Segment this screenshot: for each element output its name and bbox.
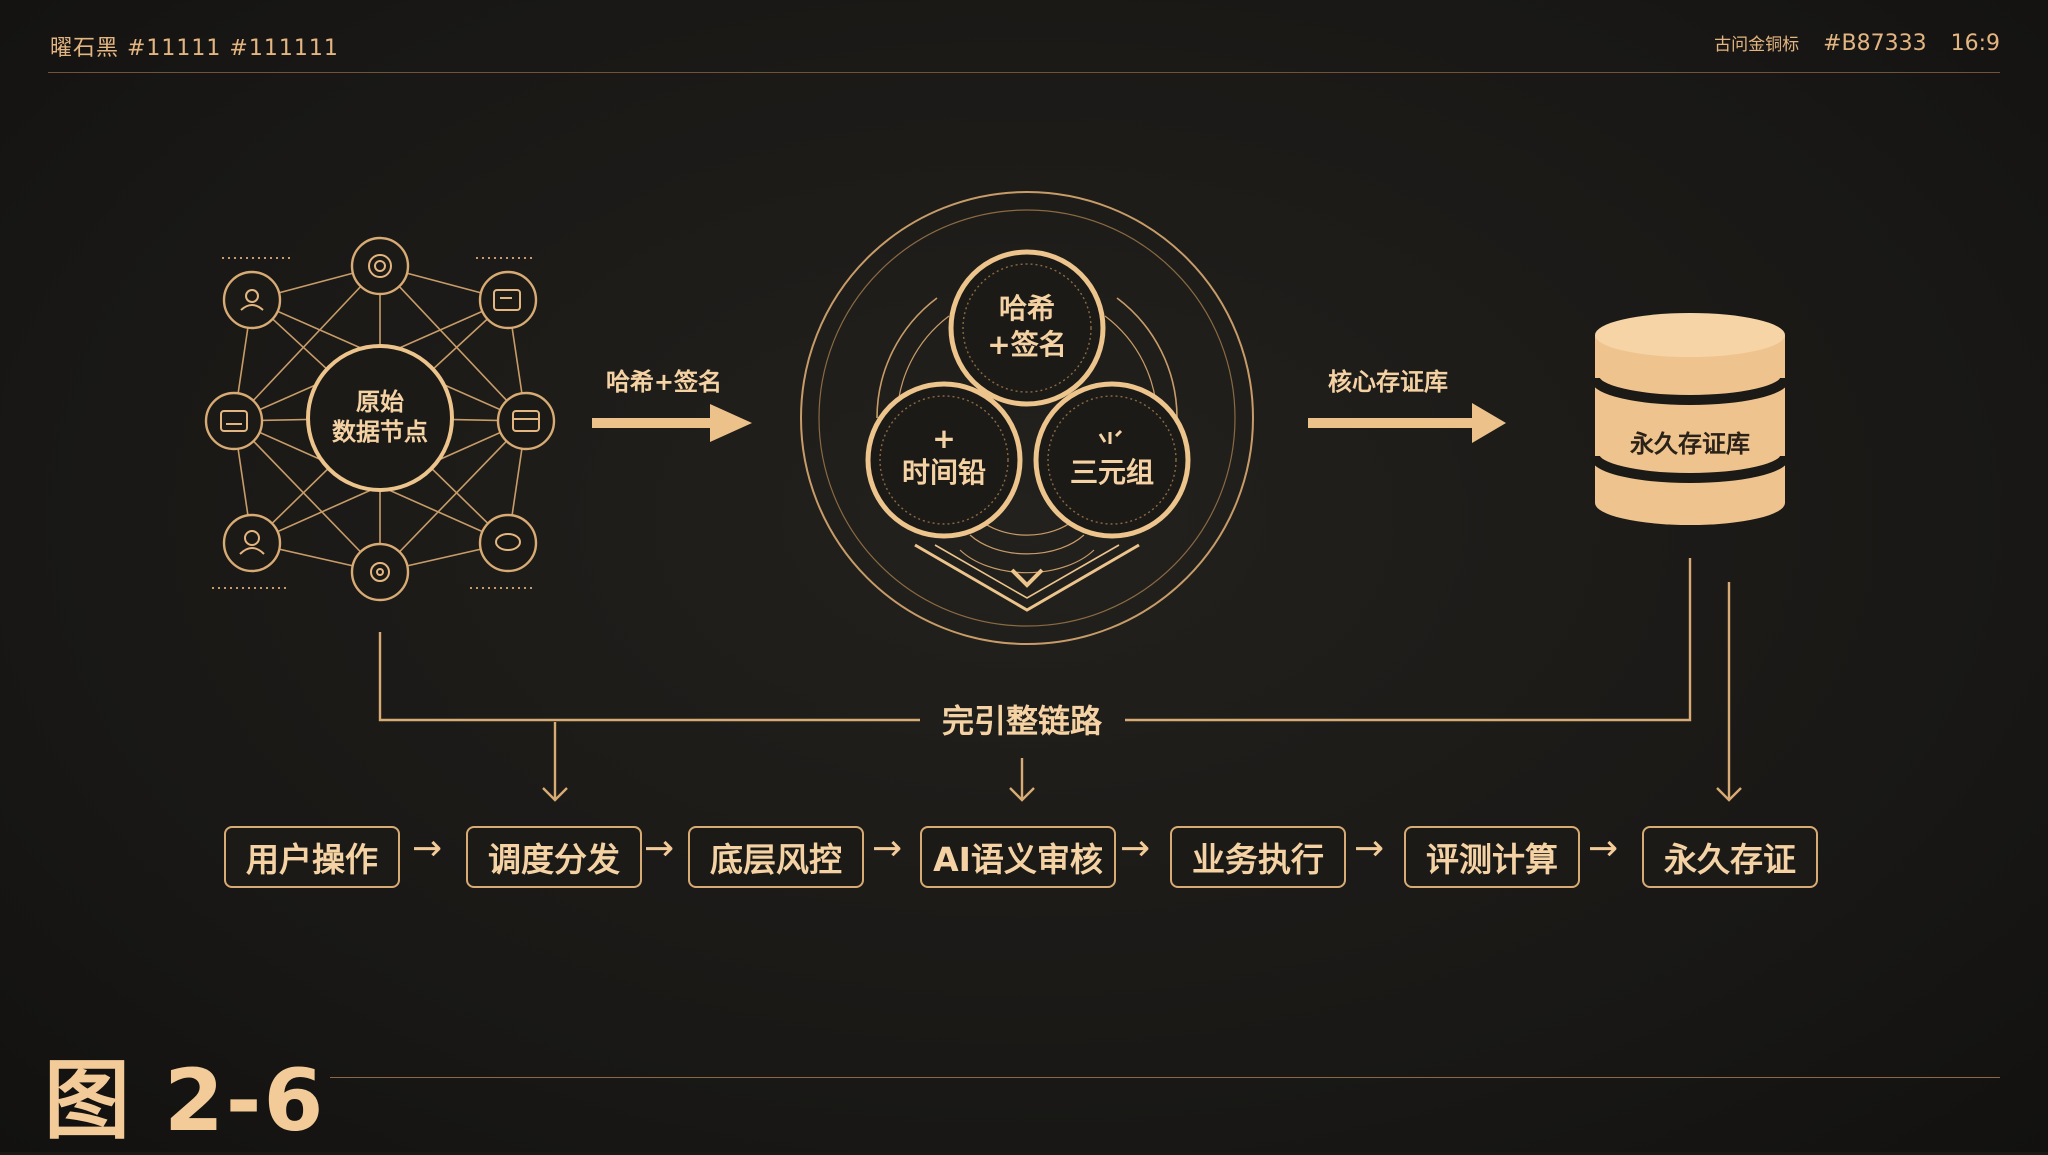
step-permanent-proof: 永久存证: [1642, 826, 1818, 888]
step-arrow-icon: →: [412, 828, 443, 869]
step-arrow-icon: →: [1354, 828, 1385, 869]
step-arrow-icon: →: [1588, 828, 1619, 869]
chain-label: 完引整链路: [942, 702, 1103, 740]
satellite-nodes: [204, 236, 556, 602]
step-ai-review: AI语义审核: [920, 826, 1116, 888]
step-arrow-icon: →: [872, 828, 903, 869]
header-title: 曜石黑 #11111 #111111: [50, 36, 339, 61]
header-divider: [48, 72, 2000, 73]
hash-sign-circle: [948, 249, 1106, 407]
triple-circle: [1033, 381, 1191, 539]
raw-data-hub: [306, 344, 454, 492]
figure-label: 图 2-6: [44, 1051, 326, 1151]
vault-arrow: [1308, 403, 1506, 443]
step-dispatch: 调度分发: [466, 826, 642, 888]
database-icon: [1590, 313, 1790, 525]
step-arrow-icon: →: [1120, 828, 1151, 869]
node-card-icon: [496, 391, 556, 451]
hash-sign-line1: 哈希: [999, 292, 1055, 325]
header-style-name: 古问金铜标: [1714, 35, 1800, 55]
header-ratio: 16:9: [1950, 31, 2000, 56]
node-tray-icon: [204, 391, 264, 451]
spark-icon: [1098, 429, 1123, 444]
timestamp-line2: 时间铅: [902, 456, 986, 489]
step-evaluation: 评测计算: [1404, 826, 1580, 888]
header-meta: 古问金铜标 #B87333 16:9: [1714, 30, 2000, 56]
timestamp-circle: [865, 381, 1023, 539]
step-risk-control: 底层风控: [688, 826, 864, 888]
step-arrow-icon: →: [644, 828, 675, 869]
node-chat-icon: [478, 513, 538, 573]
header-color-code: #B87333: [1823, 31, 1927, 56]
node-person-icon: [222, 513, 282, 573]
node-gear-icon: [350, 542, 410, 602]
hash-arrow: [592, 404, 752, 442]
footer-divider: [330, 1077, 2000, 1078]
hash-arrow-label: 哈希+签名: [606, 368, 722, 396]
step-user-operation: 用户操作: [224, 826, 400, 888]
vault-arrow-label: 核心存证库: [1328, 368, 1448, 396]
node-profile-card-icon: [478, 270, 538, 330]
vault-label: 永久存证库: [1630, 430, 1750, 458]
step-business-exec: 业务执行: [1170, 826, 1346, 888]
raw-data-label-line1: 原始: [356, 388, 404, 416]
raw-data-label-line2: 数据节点: [332, 418, 428, 446]
triple-label: 三元组: [1070, 456, 1154, 489]
seal-circles: [865, 249, 1191, 539]
hash-sign-line2: +签名: [987, 328, 1066, 361]
node-user-icon: [222, 270, 282, 330]
node-target-icon: [350, 236, 410, 296]
timestamp-line1: +: [932, 422, 955, 455]
chain-connectors: [378, 558, 1742, 802]
